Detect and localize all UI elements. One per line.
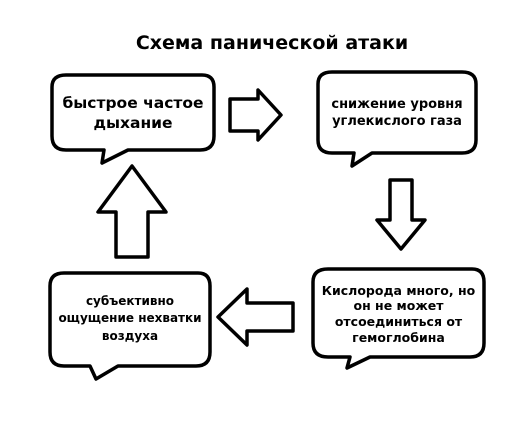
bubble-line: ощущение нехватки xyxy=(58,311,202,326)
arrow-right-icon xyxy=(228,88,283,142)
arrow-up-icon xyxy=(96,164,168,259)
speech-bubble-top-right xyxy=(316,70,478,168)
bubble-line: углекислого газа xyxy=(332,114,462,129)
bubble-text-top-left: быстрое частое дыхание xyxy=(52,80,214,146)
diagram-title: Схема панической атаки xyxy=(135,32,409,54)
bubble-line: быстрое частое xyxy=(62,93,204,112)
bubble-text-bottom-right: Кислорода много, но он не может отсоедин… xyxy=(313,272,484,356)
bubble-line: снижение уровня xyxy=(331,97,463,113)
speech-bubble-bottom-right xyxy=(311,267,486,370)
bubble-text-top-right: снижение уровня углекислого газа xyxy=(318,80,476,148)
speech-bubble-top-left xyxy=(50,73,216,165)
bubble-text-bottom-left: субъективно ощущение нехватки воздуха xyxy=(50,280,210,358)
bubble-line: дыхание xyxy=(93,114,173,132)
bubble-line: субъективно xyxy=(85,293,175,308)
bubble-line: гемоглобина xyxy=(352,329,445,345)
arrow-down-icon xyxy=(375,178,427,251)
speech-bubble-bottom-left xyxy=(48,271,212,381)
bubble-line: отсоединиться от xyxy=(334,314,463,329)
arrow-left-icon xyxy=(216,287,295,347)
bubble-line: он не может xyxy=(353,298,444,314)
bubble-line: воздуха xyxy=(101,328,159,343)
bubble-line: Кислорода много, но xyxy=(321,282,476,298)
